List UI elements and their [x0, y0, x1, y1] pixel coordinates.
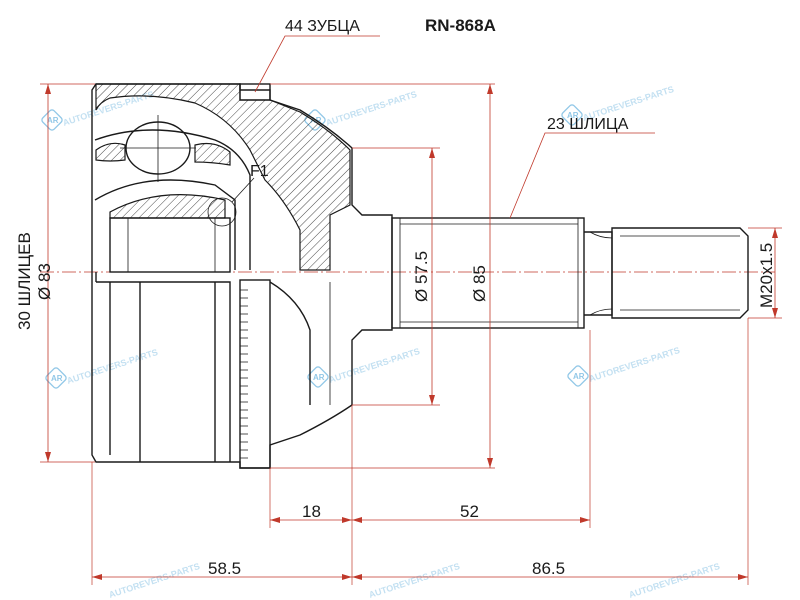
splined-shaft: [391, 217, 749, 329]
watermark-text: AUTOREVERS-PARTS: [108, 561, 202, 600]
length-18-label: 18: [302, 502, 321, 521]
watermark-text: AUTOREVERS-PARTS: [368, 561, 462, 600]
watermark-text: AUTOREVERS-PARTS: [628, 561, 722, 600]
part-number: RN-868A: [425, 16, 496, 35]
threaded-end: [611, 227, 749, 319]
teeth-count-label: 44 ЗУБЦА: [285, 18, 360, 35]
outer-bell: [91, 83, 393, 469]
detail-f1-label: F1: [250, 163, 269, 180]
watermark-text: AUTOREVERS-PARTS: [66, 347, 160, 386]
watermark-text: AUTOREVERS-PARTS: [325, 89, 419, 128]
length-58-5-label: 58.5: [208, 559, 241, 578]
abs-teeth: [240, 289, 248, 459]
inner-splines-label: 30 ШЛИЦЕВ: [15, 232, 34, 330]
outer-splines-label: 23 ШЛИЦА: [547, 116, 629, 133]
length-86-5-label: 86.5: [532, 559, 565, 578]
watermarks: AUTOREVERS-PARTS AUTOREVERS-PARTS AUTORE…: [40, 84, 722, 600]
watermark-text: AUTOREVERS-PARTS: [328, 346, 422, 385]
dimension-lines: [45, 35, 778, 580]
diameter-57-5-label: Ø 57.5: [412, 251, 431, 302]
abs-ring: [239, 279, 271, 469]
diameter-83-label: Ø 83: [35, 263, 54, 300]
diameter-85-label: Ø 85: [470, 265, 489, 302]
extension-lines: [40, 83, 782, 585]
length-52-label: 52: [460, 502, 479, 521]
watermark-text: AUTOREVERS-PARTS: [588, 345, 682, 384]
thread-size-label: M20x1.5: [757, 243, 776, 308]
detail-f1-circle: [207, 197, 237, 227]
